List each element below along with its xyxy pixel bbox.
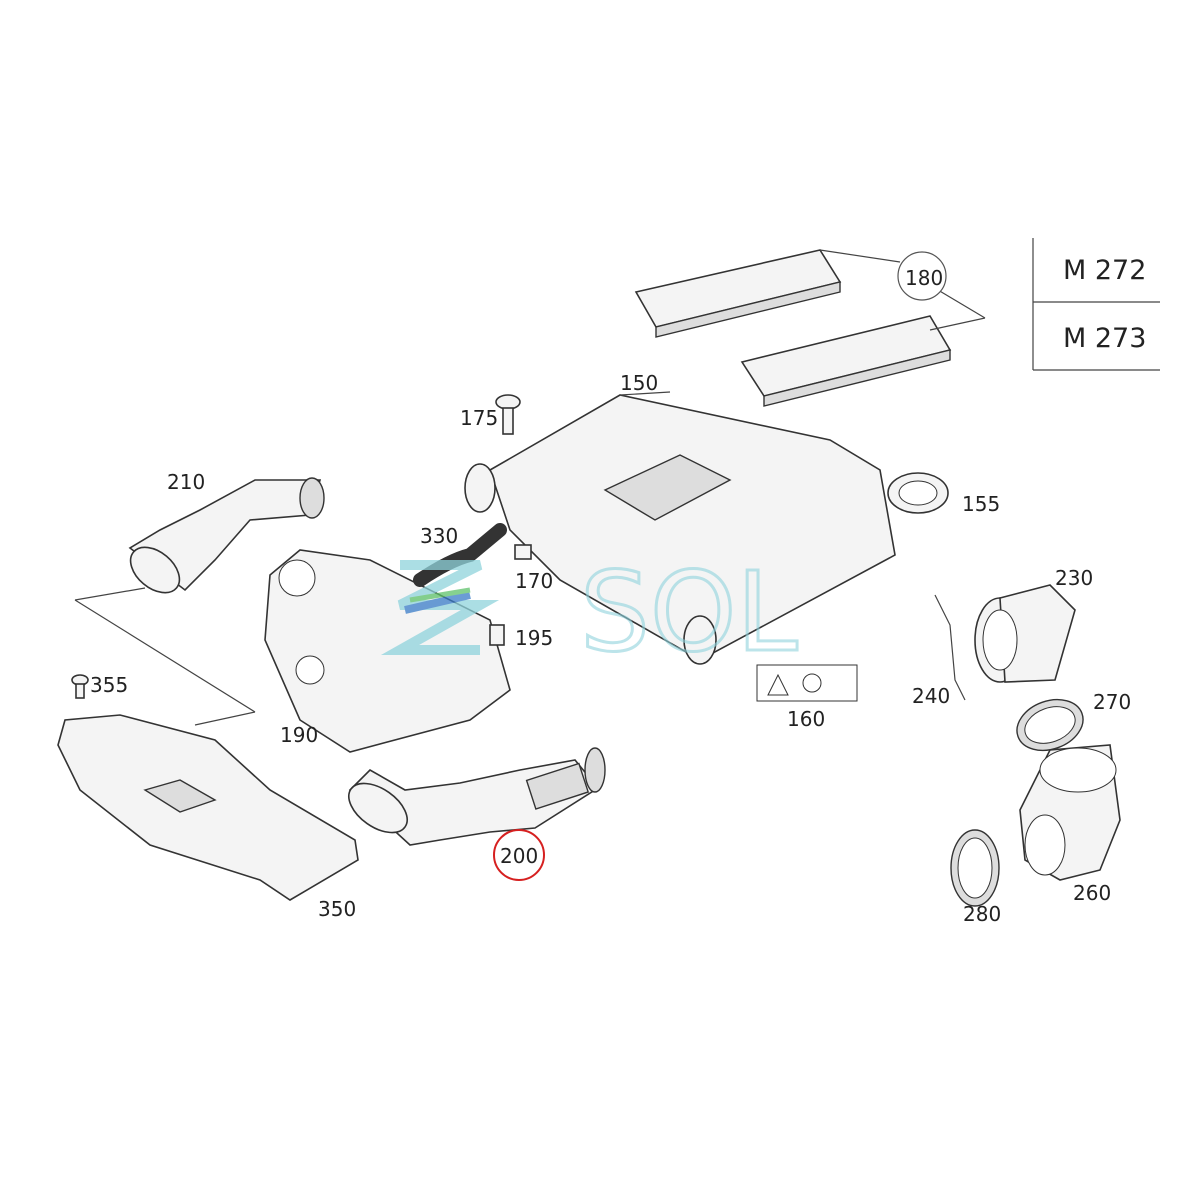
callout-175: 175 [460,406,498,430]
callout-150: 150 [620,371,658,395]
callout-350: 350 [318,897,356,921]
callout-200: 200 [500,844,538,868]
throttle-housing-260 [1019,744,1121,881]
engine-m272: M 272 [1063,255,1146,286]
highlight-circle-200 [493,829,545,881]
cable-240 [934,594,966,701]
air-filter-housing [464,391,896,665]
callout-260: 260 [1073,881,1111,905]
clip-170 [514,544,532,560]
warning-label-160 [756,664,858,702]
watermark-text: SOL [580,548,798,676]
callout-155: 155 [962,492,1000,516]
engine-m273: M 273 [1063,323,1146,354]
air-filter-elements [634,249,986,407]
air-mass-sensor-230 [974,584,1076,683]
intake-duct-210 [128,477,325,594]
clip-355 [71,674,89,699]
callout-270: 270 [1093,690,1131,714]
callout-330: 330 [420,524,458,548]
callout-160: 160 [787,707,825,731]
callout-280: 280 [963,902,1001,926]
callout-195: 195 [515,626,553,650]
intake-duct-200 [348,747,606,846]
callout-240: 240 [912,684,950,708]
engine-table: M 272 M 273 [1032,238,1160,371]
callout-210: 210 [167,470,205,494]
callout-170: 170 [515,569,553,593]
callout-190: 190 [280,723,318,747]
sensor-195 [489,624,505,646]
watermark: SOL [380,547,799,678]
screw-175 [495,394,521,435]
callout-355: 355 [90,673,128,697]
callout-180: 180 [905,266,943,290]
callout-230: 230 [1055,566,1093,590]
air-guide-350 [57,714,359,901]
